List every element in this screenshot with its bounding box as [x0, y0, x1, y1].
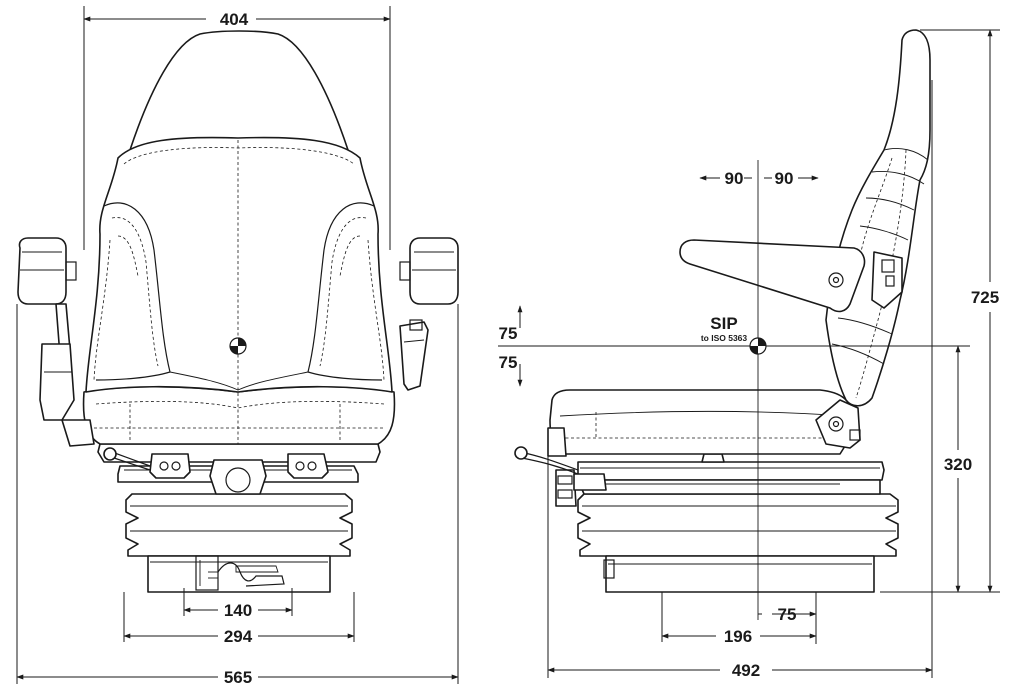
- front-right-armrest: [399, 237, 459, 391]
- dim-side-forward: 90: [725, 169, 744, 188]
- dim-sip-below: 75: [499, 353, 518, 372]
- front-seat-base: [97, 443, 381, 495]
- dim-side-base-depth: 196: [724, 627, 752, 646]
- side-recline-hinge: [815, 399, 861, 449]
- dim-side-overall-height: 725: [971, 288, 999, 307]
- front-left-armrest: [17, 237, 95, 447]
- front-seat-cushion: [82, 385, 396, 445]
- side-sip-marker-icon: [749, 337, 767, 355]
- side-armrest: [679, 239, 866, 313]
- side-dimensions: 90 90 75 75 725 320 75 196 492: [499, 29, 1000, 680]
- dim-sip-height: 320: [944, 455, 972, 474]
- front-dimensions: 404 140 294 565: [16, 6, 459, 687]
- dim-side-overall-depth: 492: [732, 661, 760, 680]
- dim-sip-above: 75: [499, 324, 518, 343]
- dim-front-mechanism-width: 140: [224, 601, 252, 620]
- sip-standard: to ISO 5363: [701, 333, 748, 343]
- dim-side-backward: 90: [775, 169, 794, 188]
- sip-label: SIP: [710, 314, 737, 333]
- dim-front-base-width: 294: [224, 627, 253, 646]
- front-suspension-bellows: [125, 493, 353, 593]
- side-suspension-bellows: [577, 493, 899, 593]
- front-backrest: [85, 136, 393, 444]
- side-slide-rail: [514, 446, 885, 507]
- front-headrest: [129, 30, 349, 151]
- dim-front-top-width: 404: [220, 10, 249, 29]
- side-view-seat: [514, 29, 931, 593]
- dim-side-sip-offset: 75: [778, 605, 797, 624]
- side-reference-lines: [498, 160, 970, 620]
- front-view-seat: [17, 30, 459, 593]
- dim-front-overall-width: 565: [224, 668, 252, 687]
- front-sip-marker-icon: [229, 337, 247, 355]
- side-backrest: [825, 29, 931, 407]
- side-seat-cushion: [547, 389, 853, 457]
- front-adjust-lever: [103, 447, 151, 471]
- front-height-adjust-mechanism: [195, 555, 285, 591]
